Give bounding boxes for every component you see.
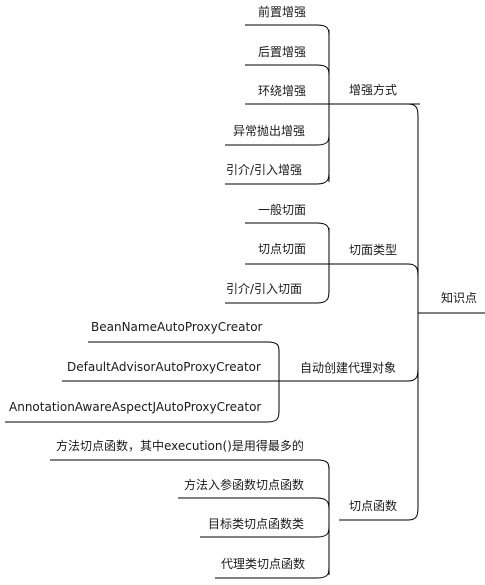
root-connector-branch-1 [329,103,419,313]
leaf-node: 目标类切点函数类 [208,516,304,531]
root-node: 知识点 [441,291,477,305]
root-connector-branch-3 [339,263,419,313]
leaf-node: 引介/引入增强 [226,163,302,177]
branch-node-2: 切面类型 [349,243,397,257]
leaf-node: 方法入参函数切点函数 [184,477,304,492]
branch-4-leaf-2 [178,497,330,511]
branch-4-leaf-3 [200,525,330,538]
leaf-node: BeanNameAutoProxyCreator [91,320,263,334]
leaf-node: 环绕增强 [258,84,306,98]
branch-node-1: 增强方式 [349,82,397,97]
connectors [5,24,485,579]
branch-2-leaf-1 [245,222,330,235]
leaf-node: 方法切点函数，其中execution()是用得最多的 [56,438,304,453]
branch-3-leaf-1 [88,341,280,353]
leaf-node: 一般切面 [258,202,306,217]
branch-1-leaf-2 [245,64,330,77]
branch-4-leaf-4 [215,566,330,579]
branch-4-leaf-1 [50,459,330,471]
branch-3-leaf-3 [5,409,280,423]
leaf-node: 异常抛出增强 [233,123,305,138]
branch-node-4: 切点函数 [349,498,397,513]
branch-1-leaf-5 [225,171,330,185]
leaf-node: 前置增强 [258,4,306,19]
branch-2-leaf-3 [225,289,330,304]
leaf-node: DefaultAdvisorAutoProxyCreator [67,360,261,374]
leaf-node: 切点切面 [258,242,306,256]
leaf-node: 代理类切点函数 [221,556,305,571]
root-connector-branch-5 [339,313,419,521]
leaf-node: AnnotationAwareAspectJAutoProxyCreator [9,400,261,414]
labels: 知识点 增强方式 前置增强 后置增强 环绕增强 异常抛出增强 引介/引入增强 切… [9,4,477,571]
branch-node-3: 自动创建代理对象 [300,361,396,375]
leaf-node: 后置增强 [258,45,306,59]
branch-1-leaf-4 [225,133,330,146]
leaf-node: 引介/引入切面 [226,282,302,296]
branch-1-leaf-1 [245,24,330,37]
